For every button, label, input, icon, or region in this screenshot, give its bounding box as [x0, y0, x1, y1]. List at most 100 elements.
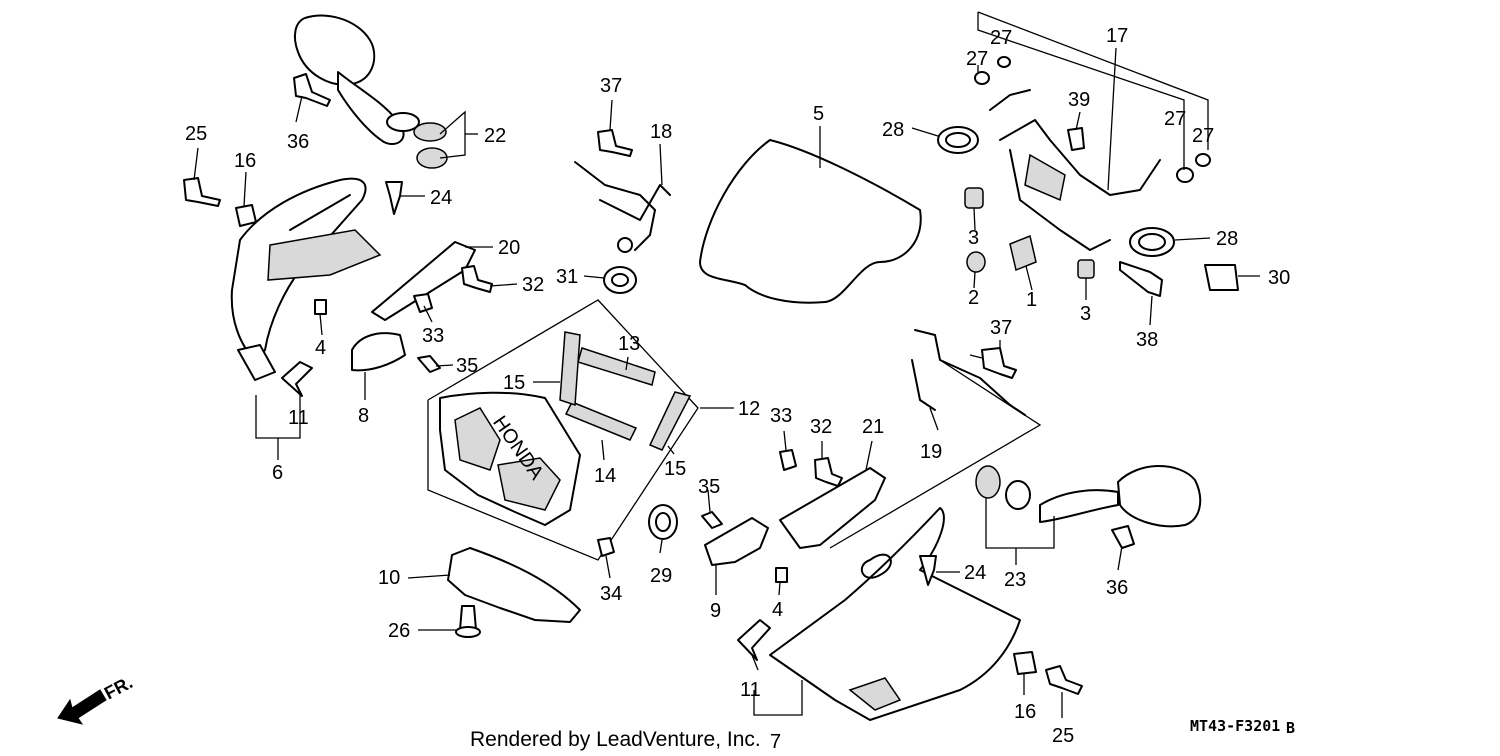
plate-1[interactable] — [1009, 234, 1037, 272]
callout-37: 37 — [990, 317, 1012, 339]
hinge-11-left[interactable] — [281, 361, 313, 397]
callout-21: 21 — [862, 416, 884, 438]
duct-seal-15-right[interactable] — [648, 391, 692, 451]
diagram-code: MT43-F3201 — [1190, 717, 1280, 735]
duct-seal-13[interactable] — [577, 347, 656, 386]
callout-5: 5 — [813, 103, 824, 125]
front-fairing-group: HONDA — [427, 299, 699, 561]
clip-31[interactable] — [603, 266, 637, 294]
right-mirror[interactable] — [975, 465, 1202, 528]
callout-16: 16 — [1014, 701, 1036, 723]
callout-8: 8 — [358, 405, 369, 427]
callout-4: 4 — [315, 337, 326, 359]
grommet-2[interactable] — [966, 251, 986, 273]
right-lower-cowl[interactable] — [769, 507, 1021, 721]
callout-20: 20 — [498, 237, 520, 259]
callout-27: 27 — [966, 48, 988, 70]
bolt-25-left[interactable] — [183, 177, 221, 207]
screw-33-left[interactable] — [413, 293, 433, 313]
nut-4-left[interactable] — [314, 299, 327, 315]
arrow-icon — [57, 689, 107, 725]
clamp-band-28-lower[interactable] — [1129, 227, 1175, 257]
callout-27: 27 — [1164, 108, 1186, 130]
bolt-25-right[interactable] — [1045, 665, 1083, 695]
under-cover[interactable] — [447, 547, 581, 623]
nut-4-right[interactable] — [775, 567, 788, 583]
callout-7: 7 — [770, 731, 781, 753]
grommet-3-lower[interactable] — [1077, 259, 1095, 279]
duct-seal-15-left[interactable] — [559, 331, 581, 407]
callout-16: 16 — [234, 150, 256, 172]
bolt-37-right[interactable] — [981, 347, 1017, 379]
callout-33: 33 — [422, 325, 444, 347]
callout-36: 36 — [1106, 577, 1128, 599]
callout-32: 32 — [810, 416, 832, 438]
callout-35: 35 — [698, 476, 720, 498]
screw-33-right[interactable] — [779, 449, 797, 471]
callout-27: 27 — [1192, 125, 1214, 147]
callout-11: 11 — [740, 679, 761, 701]
bracket-9[interactable] — [704, 517, 769, 566]
callout-11: 11 — [288, 407, 309, 429]
callout-22: 22 — [484, 125, 506, 147]
nut-16-left[interactable] — [235, 204, 257, 227]
callout-23: 23 — [1004, 569, 1026, 591]
callout-14: 14 — [594, 465, 616, 487]
duct-seal-14[interactable] — [564, 401, 638, 441]
bolt-36-left[interactable] — [293, 73, 331, 107]
bolt-39[interactable] — [1067, 127, 1085, 151]
clamp-band-28-upper[interactable] — [937, 126, 979, 154]
stay-frame-17[interactable] — [989, 89, 1161, 251]
callout-36: 36 — [287, 131, 309, 153]
nut-16-right[interactable] — [1013, 651, 1037, 675]
windscreen[interactable] — [699, 139, 922, 304]
callout-6: 6 — [272, 462, 283, 484]
air-duct[interactable] — [351, 332, 406, 372]
callout-3: 3 — [968, 227, 979, 249]
leader-lines — [193, 11, 1260, 718]
credit-text: Rendered by LeadVenture, Inc. — [470, 728, 761, 751]
callout-24: 24 — [430, 187, 452, 209]
callout-25: 25 — [185, 123, 207, 145]
grommet-3-upper[interactable] — [964, 187, 984, 209]
callout-30: 30 — [1268, 267, 1290, 289]
direction-label: FR. — [101, 672, 136, 703]
callouts: 36 25 16 24 22 20 32 33 4 35 8 11 6 37 1… — [185, 25, 1290, 753]
screw-24-right[interactable] — [919, 555, 937, 586]
callout-32: 32 — [522, 274, 544, 296]
callout-12: 12 — [738, 398, 760, 420]
collar-27[interactable] — [974, 56, 1211, 183]
left-upper-cowl[interactable] — [230, 177, 382, 381]
bolt-32-right[interactable] — [814, 457, 843, 487]
stay-bracket-18[interactable] — [574, 161, 671, 253]
callout-26: 26 — [388, 620, 410, 642]
callout-39: 39 — [1068, 89, 1090, 111]
callout-33: 33 — [770, 405, 792, 427]
callout-10: 10 — [378, 567, 400, 589]
callout-28: 28 — [882, 119, 904, 141]
bolt-37-left[interactable] — [597, 129, 633, 157]
callout-17: 17 — [1106, 25, 1128, 47]
callout-19: 19 — [920, 441, 942, 463]
front-direction-arrow: FR. — [57, 672, 136, 725]
bolt-38[interactable] — [1119, 261, 1163, 297]
right-cowl-bracket-21[interactable] — [779, 467, 886, 549]
callout-3: 3 — [1080, 303, 1091, 325]
screw-34[interactable] — [597, 537, 615, 557]
clip-29[interactable] — [648, 504, 678, 540]
fastener-26[interactable] — [455, 605, 481, 638]
hinge-11-right[interactable] — [737, 619, 771, 661]
holder-30[interactable] — [1204, 264, 1239, 291]
left-cowl-bracket[interactable] — [371, 241, 476, 321]
stay-bracket-19[interactable] — [829, 329, 1042, 549]
screw-35-right[interactable] — [701, 511, 723, 529]
callout-15: 15 — [664, 458, 686, 480]
bolt-32-left[interactable] — [461, 265, 493, 293]
screw-24-left[interactable] — [385, 181, 403, 215]
callout-35: 35 — [456, 355, 478, 377]
callout-28: 28 — [1216, 228, 1238, 250]
left-mirror[interactable] — [293, 14, 448, 169]
screw-35-left[interactable] — [417, 355, 441, 373]
bolt-36-right[interactable] — [1111, 525, 1135, 549]
